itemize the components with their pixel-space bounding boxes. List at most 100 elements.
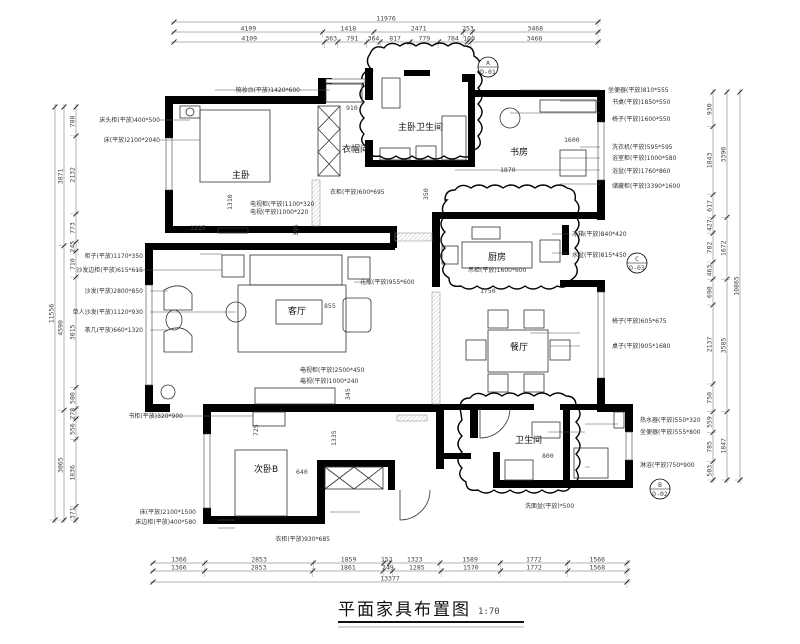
dimension-label: 249 bbox=[382, 564, 394, 572]
dimension-tick bbox=[73, 211, 79, 217]
dimension-tick bbox=[377, 39, 383, 45]
dimension-tick bbox=[73, 274, 79, 280]
dimension-total: 11556 bbox=[48, 304, 56, 324]
room-label-second-bedroom: 次卧B bbox=[254, 463, 278, 475]
annotation: 吊柜(平放)1600*600 bbox=[468, 266, 527, 274]
wardrobe-b bbox=[324, 466, 384, 490]
master-toilet bbox=[381, 77, 401, 109]
inner-dim: 350 bbox=[422, 188, 430, 200]
furniture bbox=[160, 77, 625, 521]
dimension-tick bbox=[73, 133, 79, 139]
tea-table bbox=[275, 299, 323, 325]
dimension-label: 1836 bbox=[69, 465, 77, 481]
vanity bbox=[379, 147, 411, 161]
dimension-label: 463 bbox=[706, 265, 714, 277]
dimension-tick bbox=[710, 302, 716, 308]
annotation: 椅子(平放)1600*550 bbox=[612, 115, 671, 123]
revision-cloud-master-bath bbox=[359, 42, 483, 160]
annotation: 桌子(平放)905*1680 bbox=[612, 342, 671, 350]
dimension-total: 13377 bbox=[380, 575, 400, 583]
section-marker-a: A D-01 bbox=[477, 56, 499, 78]
dimension-label: 617 bbox=[706, 200, 714, 212]
annotation: 床(平放)2100*2040 bbox=[104, 136, 160, 144]
dimension-tick bbox=[624, 568, 630, 574]
annotation: 电视柜(平放)1100*320 bbox=[250, 200, 315, 208]
dimension-label: 1589 bbox=[462, 556, 478, 564]
door-swing-bath bbox=[479, 407, 511, 439]
dimension-label: 930 bbox=[706, 103, 714, 115]
dimension-tick bbox=[73, 239, 79, 245]
water-heater bbox=[613, 411, 625, 429]
kitchen-counter bbox=[461, 241, 533, 269]
dimension-tick bbox=[737, 477, 743, 483]
dimension-tick bbox=[497, 568, 504, 574]
dresser bbox=[325, 83, 363, 103]
lounge-chair-1 bbox=[163, 285, 193, 311]
dimension-label: 559 bbox=[706, 416, 714, 428]
svg-text:C: C bbox=[635, 255, 639, 263]
dimension-total: 10865 bbox=[733, 276, 741, 296]
desk bbox=[559, 149, 587, 177]
dimension-label: 785 bbox=[706, 441, 714, 453]
dimension-tick bbox=[710, 429, 716, 436]
annotation: 椅子(平放)605*675 bbox=[612, 317, 667, 325]
dimension-tick bbox=[469, 29, 476, 35]
room-label-living: 客厅 bbox=[288, 305, 306, 317]
dimension-tick bbox=[564, 560, 571, 566]
dimension-label: 1847 bbox=[720, 438, 728, 454]
dimension-label: 3468 bbox=[527, 35, 543, 43]
dimension-tick bbox=[595, 29, 601, 35]
drawing-title: 平面家具布置图 1:70 bbox=[338, 600, 524, 628]
dimension-tick bbox=[710, 458, 716, 465]
annotation: 储藏柜(平放)3390*1600 bbox=[612, 182, 680, 190]
dimension-label: 784 bbox=[447, 35, 459, 43]
sofa bbox=[249, 254, 343, 286]
dimension-tick bbox=[52, 104, 58, 110]
dimension-tick bbox=[710, 276, 716, 282]
dimension-tick bbox=[624, 579, 630, 585]
dimension-tick bbox=[724, 214, 730, 221]
dimension-label: 779 bbox=[418, 35, 430, 43]
svg-text:A: A bbox=[486, 59, 490, 67]
dimension-tick bbox=[389, 568, 396, 574]
annotation: 柜子(平放)1170*350 bbox=[85, 252, 144, 260]
master-tv-cabinet bbox=[217, 227, 249, 234]
inner-dimensions: 1225 1310 910 1600 1870 1750 395 350 855… bbox=[190, 104, 580, 476]
dimension-label: 152 bbox=[381, 556, 393, 564]
annotation: 梳妆台(平放)1420*600 bbox=[236, 86, 301, 94]
dimension-label: 3065 bbox=[57, 457, 65, 473]
dimension-label: 1418 bbox=[340, 25, 356, 33]
dimension-label: 1366 bbox=[171, 564, 187, 572]
annotation: 电视柜(平放)2500*450 bbox=[300, 366, 365, 374]
walls bbox=[145, 68, 633, 524]
room-labels: 主卧 衣帽间 主卧卫生间 书房 厨房 客厅 餐厅 卫生间 次卧B bbox=[232, 121, 542, 475]
dimension-label: 4109 bbox=[241, 25, 257, 33]
inner-dim: 910 bbox=[346, 104, 358, 112]
inner-dim: 1310 bbox=[226, 194, 234, 210]
bathroom-toilet bbox=[531, 421, 561, 439]
dimension-tick bbox=[710, 477, 716, 483]
dimension-total: 11976 bbox=[376, 15, 396, 23]
dimension-tick bbox=[460, 29, 467, 35]
stove bbox=[471, 226, 501, 240]
annotations: 床头柜(平放)400*500 床(平放)2100*2040 电视柜(平放)110… bbox=[73, 86, 701, 543]
inner-dim: 640 bbox=[296, 468, 308, 476]
dimension-tick bbox=[73, 416, 79, 422]
dimension-tick bbox=[52, 517, 58, 523]
dimension-tick bbox=[171, 19, 177, 25]
dimension-tick bbox=[386, 560, 393, 566]
dimension-label: 788 bbox=[69, 115, 77, 127]
annotation: 书柜(平放)320*900 bbox=[128, 412, 183, 420]
dimension-tick bbox=[724, 408, 730, 415]
windows bbox=[145, 78, 633, 509]
annotation: 电视(平放)1000*220 bbox=[250, 208, 309, 216]
lounge-chair-2 bbox=[163, 327, 193, 353]
dimension-tick bbox=[468, 39, 474, 45]
annotation: 浴盆(平放)1760*860 bbox=[612, 167, 671, 175]
dimension-label: 1285 bbox=[409, 564, 425, 572]
dimension-tick bbox=[202, 560, 208, 566]
room-label-master-bedroom: 主卧 bbox=[232, 169, 250, 181]
annotation: 电视(平放)1000*240 bbox=[300, 377, 359, 385]
dimension-tick bbox=[710, 214, 716, 221]
